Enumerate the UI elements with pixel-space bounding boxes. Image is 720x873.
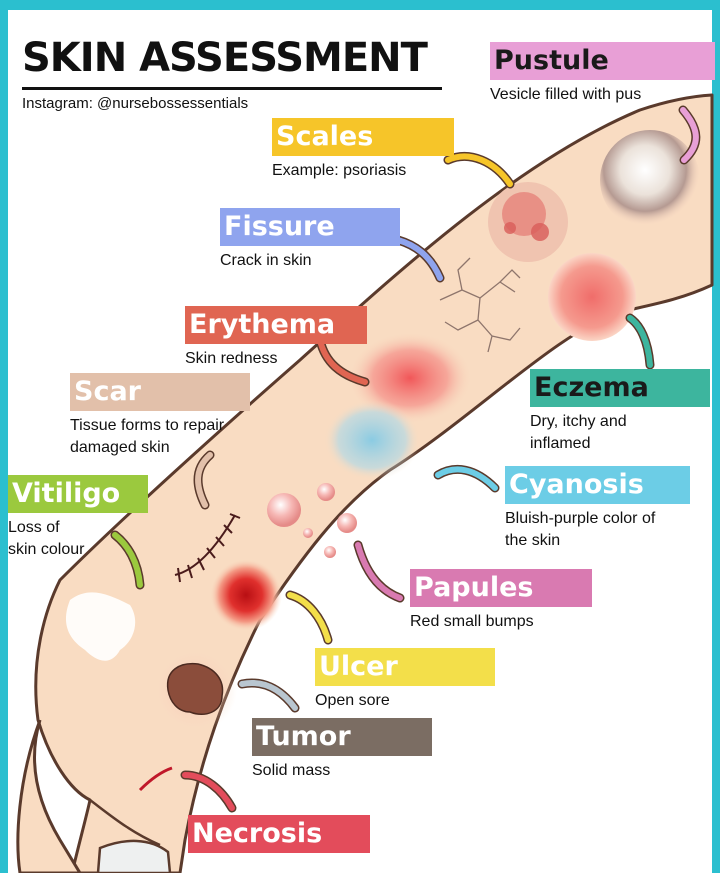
erythema-title: Erythema	[185, 306, 367, 344]
title-underline	[22, 87, 442, 90]
papules-title: Papules	[410, 569, 592, 607]
scales-description: Example: psoriasis	[272, 162, 407, 179]
eczema-title: Eczema	[530, 369, 710, 407]
instagram-handle: Instagram: @nursebossessentials	[22, 95, 249, 112]
necrosis-title: Necrosis	[188, 815, 370, 853]
pustule-description: Vesicle filled with pus	[490, 86, 642, 103]
papules-description: Red small bumps	[410, 613, 534, 630]
scar-description: Tissue forms to repair	[70, 417, 225, 434]
necrosis-wound	[138, 766, 173, 792]
fissure-description: Crack in skin	[220, 252, 312, 269]
left-border	[0, 0, 8, 873]
cyanosis-description: Bluish-purple color of	[505, 510, 656, 527]
pointer-arrows	[110, 105, 701, 813]
tumor-title: Tumor	[252, 718, 432, 756]
eczema-description: Dry, itchy and	[530, 413, 627, 430]
vitiligo-title: Vitiligo	[8, 475, 148, 513]
page-title: SKIN ASSESSMENT	[22, 35, 428, 81]
scar-stitches	[174, 513, 241, 583]
pustule-title: Pustule	[490, 42, 715, 80]
scar-description: damaged skin	[70, 439, 170, 456]
vitiligo-description: Loss of	[8, 519, 60, 536]
pustule-lesion	[600, 130, 700, 230]
ulcer-title: Ulcer	[315, 648, 495, 686]
eczema-lesion	[548, 253, 636, 341]
right-border	[712, 0, 720, 873]
tumor-description: Solid mass	[252, 762, 331, 779]
tumor-lesion	[166, 662, 224, 716]
vitiligo-patch	[65, 592, 136, 661]
papules-lesions	[267, 483, 357, 558]
fissure-cracks	[439, 257, 521, 353]
scales-title: Scales	[272, 118, 454, 156]
eczema-description: inflamed	[530, 435, 591, 452]
top-border	[0, 0, 720, 10]
fissure-title: Fissure	[220, 208, 400, 246]
erythema-description: Skin redness	[185, 350, 278, 367]
cyanosis-description: the skin	[505, 532, 561, 549]
ulcer-lesion	[210, 559, 282, 631]
vitiligo-description: skin colour	[8, 541, 85, 558]
scar-title: Scar	[70, 373, 250, 411]
label-necrosis: Necrosis	[188, 815, 370, 853]
cyanosis-title: Cyanosis	[505, 466, 690, 504]
cyanosis-lesion	[324, 400, 420, 480]
ulcer-description: Open sore	[315, 692, 390, 709]
